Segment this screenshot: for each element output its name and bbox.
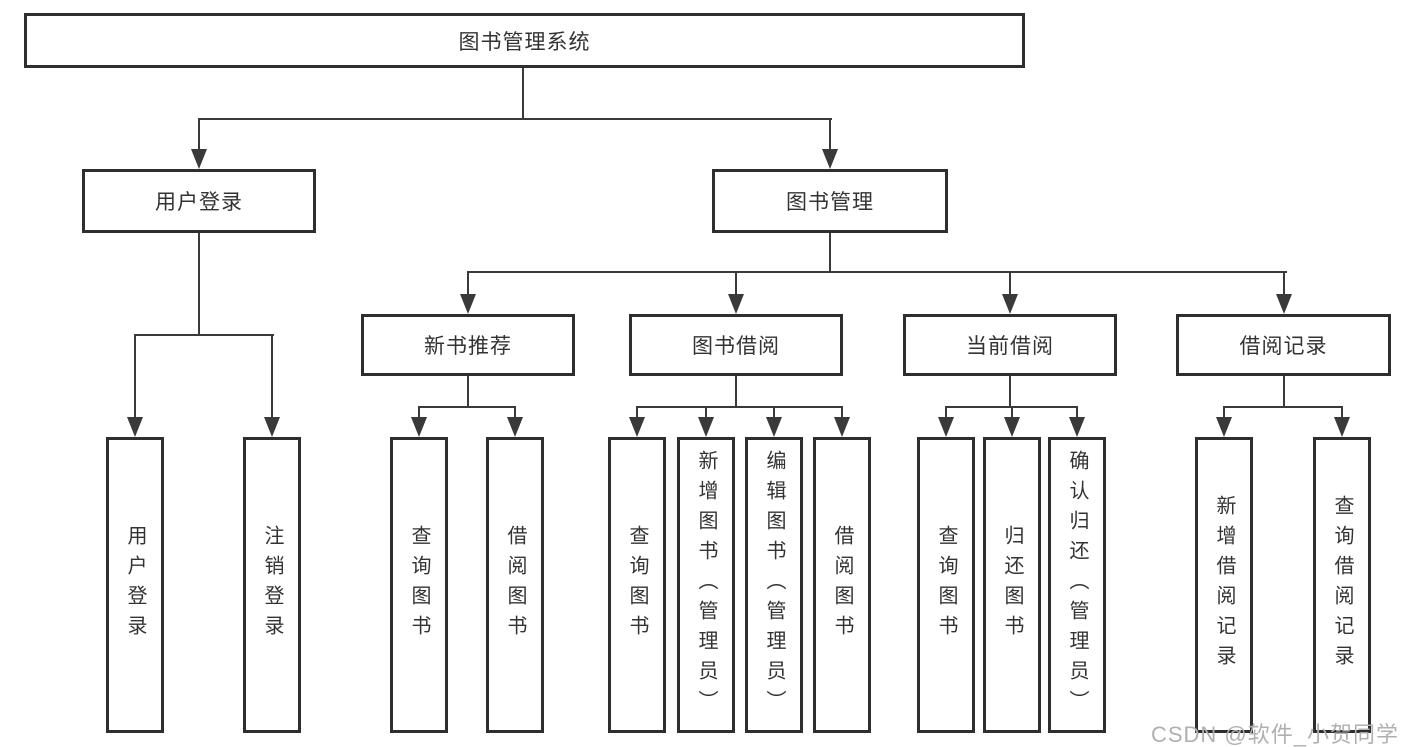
connector-line: [1283, 271, 1285, 295]
connector-line: [467, 271, 1287, 273]
leaf-add-books-admin: 新增图书（管理员）: [677, 437, 735, 733]
node-book-borrow: 图书借阅: [629, 314, 843, 376]
connector-line: [198, 233, 200, 336]
connector-line: [705, 406, 707, 418]
leaf-edit-books-admin: 编辑图书（管理员）: [745, 437, 803, 733]
connector-line: [467, 271, 469, 295]
node-label: 用户登录: [155, 191, 243, 214]
leaf-label: 编辑图书（管理员）: [763, 450, 785, 720]
leaf-logout: 注销登录: [243, 437, 301, 733]
leaf-label: 查询借阅记录: [1331, 495, 1353, 675]
node-book-management: 图书管理: [712, 169, 948, 233]
node-current-borrow: 当前借阅: [903, 314, 1117, 376]
leaf-query-books-current: 查询图书: [917, 437, 975, 733]
leaf-label: 注销登录: [261, 525, 283, 645]
watermark: CSDN @软件_小贺同学: [1150, 722, 1399, 747]
connector-line: [1011, 406, 1013, 418]
arrow-down-icon: [822, 149, 838, 169]
node-label: 图书借阅: [692, 335, 780, 358]
arrow-down-icon: [698, 417, 714, 437]
node-label: 图书管理: [786, 191, 874, 214]
connector-line: [514, 406, 516, 418]
connector-line: [418, 406, 516, 408]
arrow-down-icon: [507, 417, 523, 437]
leaf-query-books-recommend: 查询图书: [390, 437, 448, 733]
leaf-label: 用户登录: [124, 525, 146, 645]
leaf-user-login: 用户登录: [106, 437, 164, 733]
arrow-down-icon: [1069, 417, 1085, 437]
connector-line: [134, 334, 136, 418]
node-label: 图书管理系统: [458, 30, 591, 54]
connector-line: [198, 118, 832, 120]
arrow-down-icon: [1216, 417, 1232, 437]
leaf-label: 新增借阅记录: [1213, 495, 1235, 675]
leaf-borrow-books-recommend: 借阅图书: [486, 437, 544, 733]
arrow-down-icon: [1002, 294, 1018, 314]
arrow-down-icon: [127, 417, 143, 437]
connector-line: [841, 406, 843, 418]
arrow-down-icon: [191, 149, 207, 169]
arrow-down-icon: [728, 294, 744, 314]
node-new-book-recommend: 新书推荐: [361, 314, 575, 376]
node-label: 新书推荐: [424, 335, 512, 358]
arrow-down-icon: [264, 417, 280, 437]
connector-line: [1341, 406, 1343, 418]
connector-line: [945, 406, 947, 418]
connector-line: [773, 406, 775, 418]
connector-line: [198, 118, 200, 151]
arrow-down-icon: [834, 417, 850, 437]
leaf-return-books: 归还图书: [983, 437, 1041, 733]
connector-line: [1223, 406, 1225, 418]
connector-line: [1283, 376, 1285, 408]
connector-line: [271, 334, 273, 418]
leaf-label: 借阅图书: [504, 525, 526, 645]
arrow-down-icon: [766, 417, 782, 437]
leaf-label: 查询图书: [935, 525, 957, 645]
node-root: 图书管理系统: [24, 13, 1025, 68]
connector-line: [418, 406, 420, 418]
leaf-label: 确认归还（管理员）: [1066, 450, 1088, 720]
connector-line: [1076, 406, 1078, 418]
connector-line: [735, 376, 737, 408]
connector-line: [522, 68, 524, 119]
connector-line: [829, 233, 831, 273]
connector-line: [1009, 376, 1011, 408]
leaf-label: 新增图书（管理员）: [695, 450, 717, 720]
arrow-down-icon: [938, 417, 954, 437]
leaf-borrow-books: 借阅图书: [813, 437, 871, 733]
connector-line: [829, 118, 831, 151]
node-user-login: 用户登录: [82, 169, 316, 233]
connector-line: [134, 334, 274, 336]
leaf-confirm-return-admin: 确认归还（管理员）: [1048, 437, 1106, 733]
connector-line: [636, 406, 843, 408]
leaf-label: 查询图书: [408, 525, 430, 645]
arrow-down-icon: [629, 417, 645, 437]
leaf-label: 查询图书: [626, 525, 648, 645]
leaf-label: 借阅图书: [831, 525, 853, 645]
leaf-query-books-borrow: 查询图书: [608, 437, 666, 733]
arrow-down-icon: [411, 417, 427, 437]
leaf-label: 归还图书: [1001, 525, 1023, 645]
arrow-down-icon: [1004, 417, 1020, 437]
connector-line: [1223, 406, 1343, 408]
leaf-add-borrow-record: 新增借阅记录: [1195, 437, 1253, 733]
arrow-down-icon: [1276, 294, 1292, 314]
node-borrow-records: 借阅记录: [1176, 314, 1391, 376]
arrow-down-icon: [460, 294, 476, 314]
connector-line: [1009, 271, 1011, 295]
node-label: 当前借阅: [966, 335, 1054, 358]
connector-line: [467, 376, 469, 408]
node-label: 借阅记录: [1239, 335, 1328, 358]
connector-line: [735, 271, 737, 295]
connector-line: [636, 406, 638, 418]
leaf-query-borrow-record: 查询借阅记录: [1313, 437, 1371, 733]
arrow-down-icon: [1334, 417, 1350, 437]
